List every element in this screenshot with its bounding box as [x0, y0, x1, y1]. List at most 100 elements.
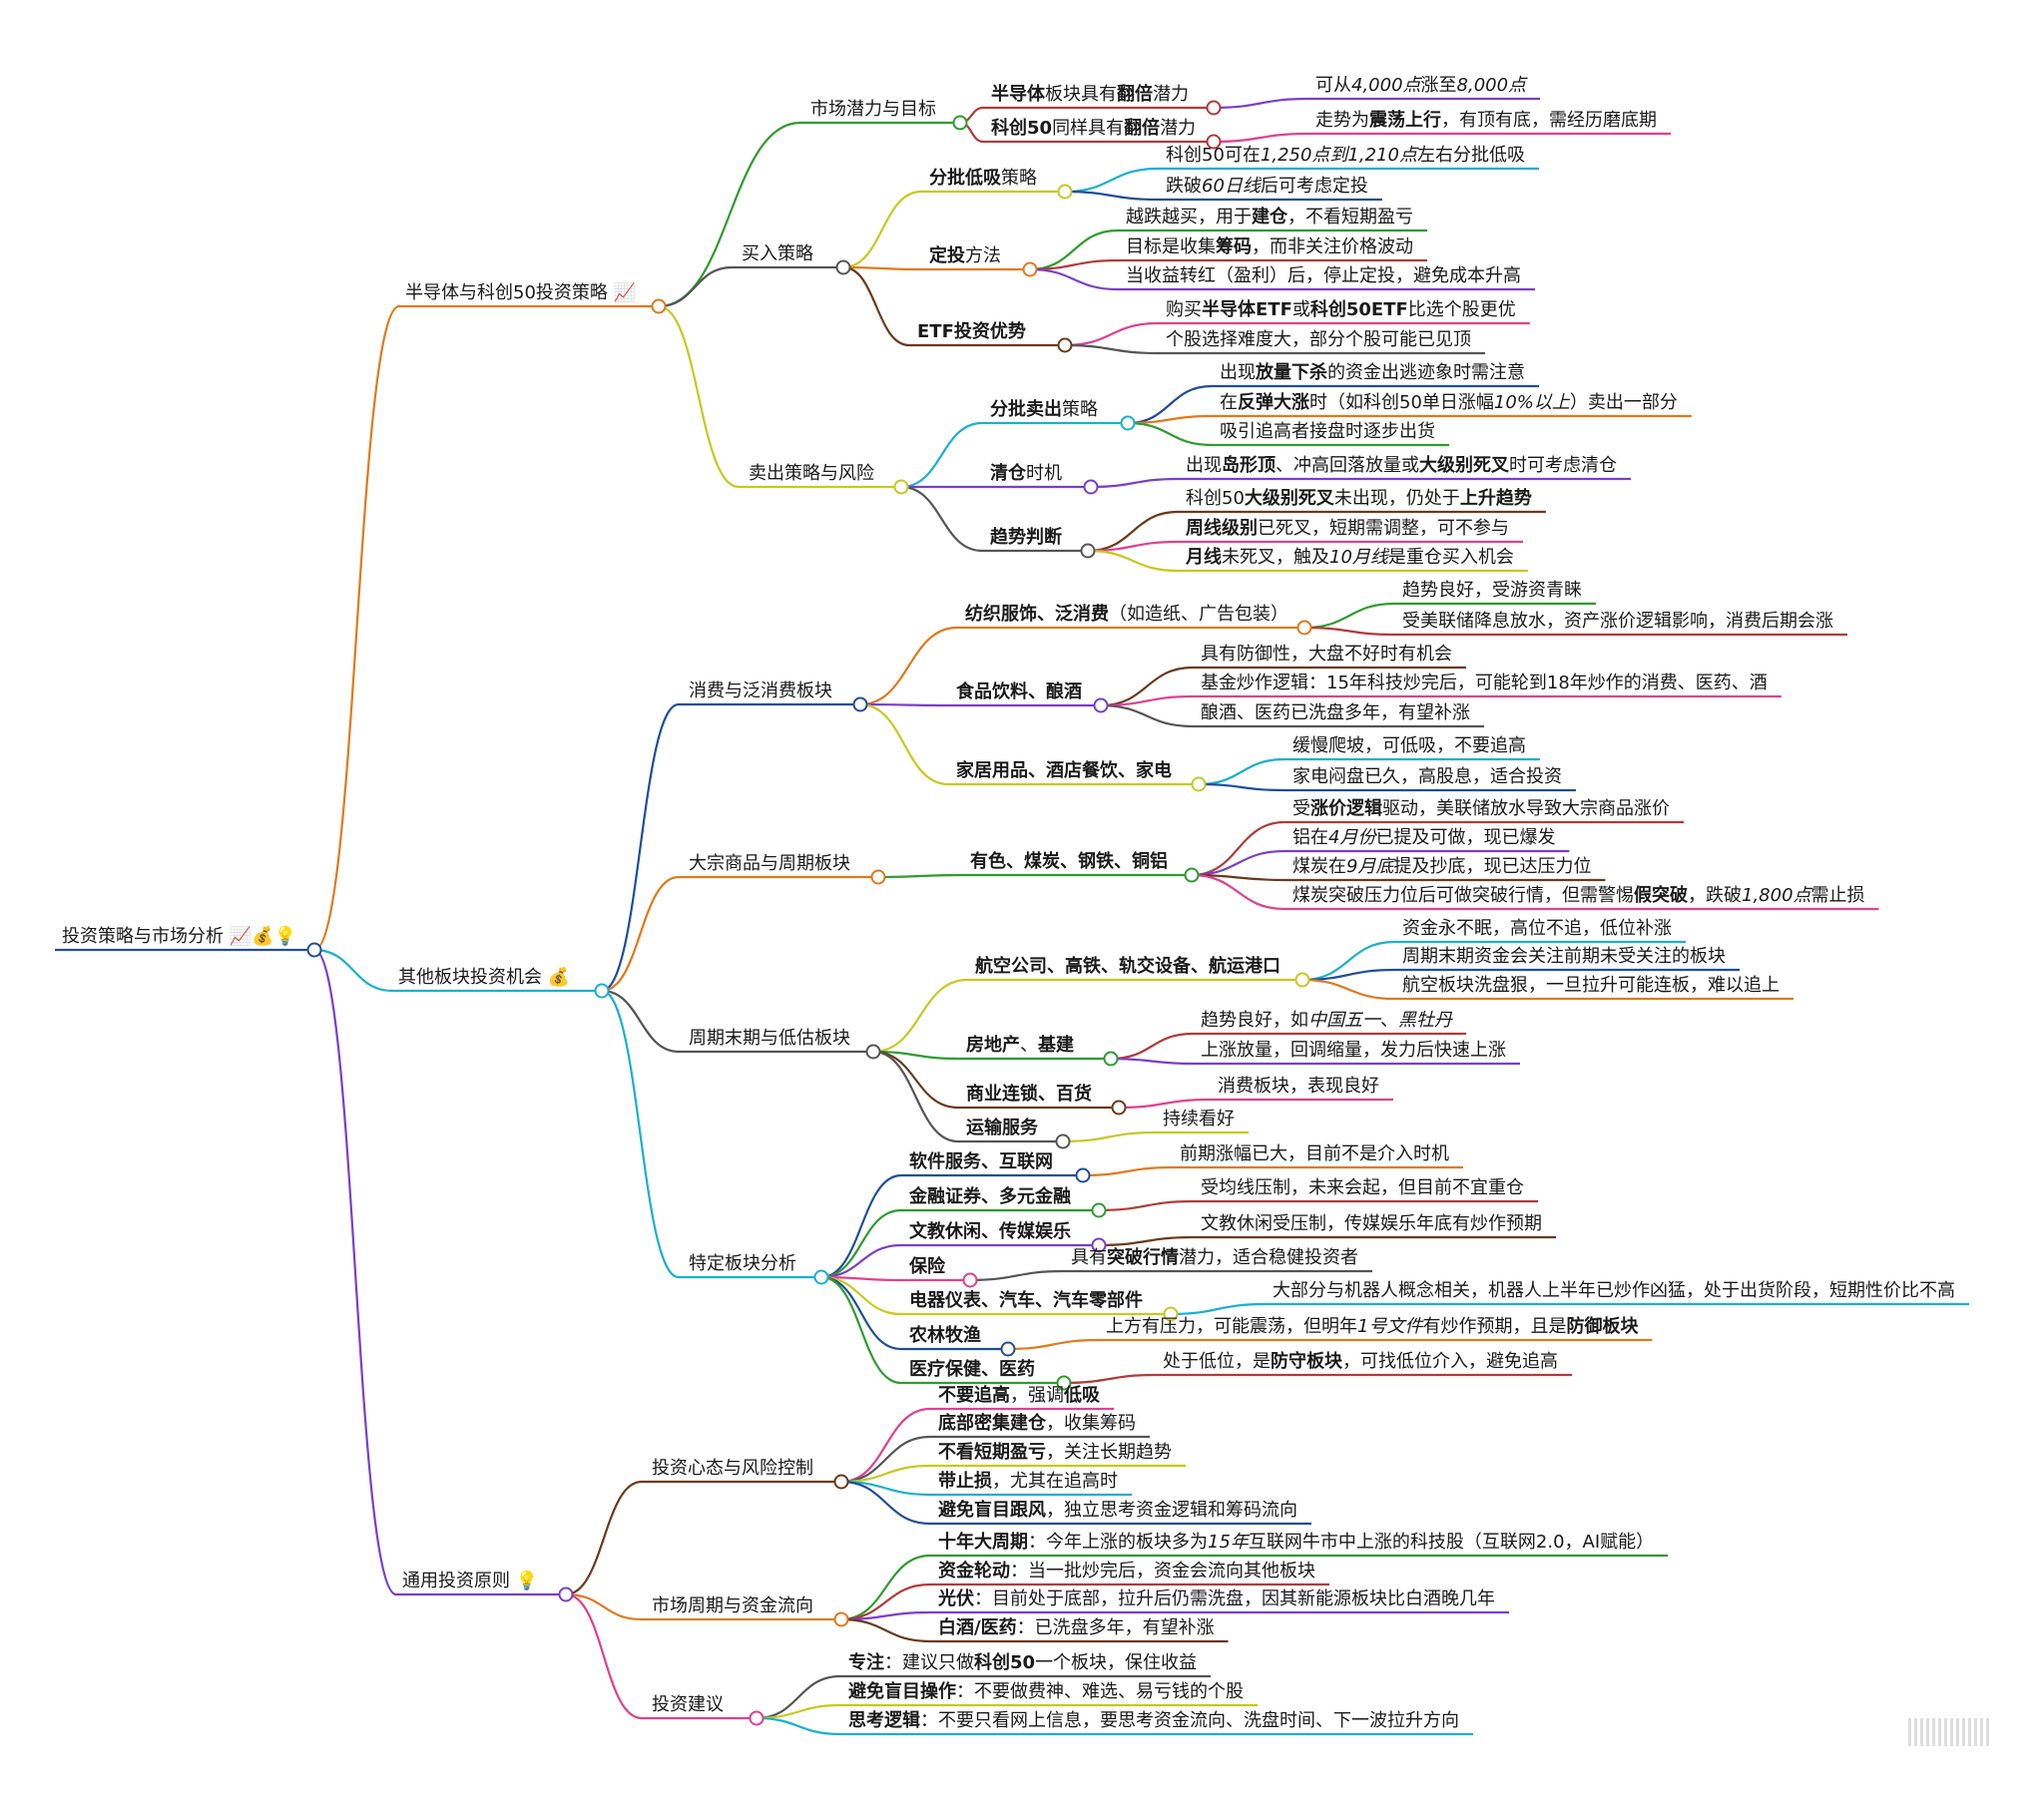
- leaf-connector: [756, 1674, 841, 1720]
- topic-connector: [601, 702, 680, 993]
- leaf-connector: [1082, 1165, 1173, 1177]
- leaf-connector: [840, 1582, 931, 1621]
- subtopic-label-b2c3: 商业连锁、百货: [966, 1083, 1092, 1105]
- leaf-item-seg: 需止损: [1811, 885, 1865, 906]
- watermark-bar: [1908, 1718, 1911, 1746]
- leaf-item-seg: ）卖出一部分: [1570, 392, 1678, 413]
- branch-node[interactable]: [558, 1586, 574, 1602]
- topic-connector: [601, 875, 680, 993]
- subtopic-node[interactable]: [1163, 1306, 1179, 1322]
- leaf-connector: [1198, 757, 1285, 786]
- subtopic-node[interactable]: [1184, 867, 1200, 883]
- leaf-item-seg: ，有顶有底，需经历磨底期: [1441, 110, 1657, 131]
- subtopic-node[interactable]: [1057, 184, 1073, 200]
- branch-node[interactable]: [651, 298, 667, 314]
- leaf-item-seg: 防御板块: [1566, 1315, 1639, 1337]
- leaf-item-seg: 大级别死叉: [1245, 487, 1335, 509]
- leaf-item: 消费板块，表现良好: [1218, 1076, 1379, 1097]
- leaf-connector: [1100, 703, 1194, 728]
- leaf-connector: [969, 1269, 1064, 1282]
- topic-node[interactable]: [749, 1710, 765, 1726]
- leaf-item: 趋势良好，受游资青睐: [1402, 580, 1582, 601]
- topic-node[interactable]: [893, 479, 909, 495]
- leaf-item-seg: 带止损: [938, 1470, 992, 1492]
- subtopic-label-b2d1-seg: 软件服务、互联网: [909, 1150, 1053, 1172]
- subtopic-connector: [842, 265, 922, 271]
- subtopic-node[interactable]: [1103, 1051, 1119, 1067]
- subtopic-node[interactable]: [1080, 543, 1096, 559]
- subtopic-node[interactable]: [1206, 134, 1222, 150]
- topic-node[interactable]: [870, 869, 886, 885]
- topic-node[interactable]: [865, 1044, 881, 1060]
- subtopic-node[interactable]: [1000, 1341, 1016, 1357]
- topic-node[interactable]: [835, 259, 851, 275]
- leaf-item-seg: ，而非关注价格波动: [1252, 236, 1413, 257]
- branch-node[interactable]: [594, 983, 610, 999]
- leaf-item-seg: 涨价逻辑: [1310, 797, 1382, 819]
- subtopic-label-b1a1: 半导体板块具有翻倍潜力: [991, 83, 1189, 105]
- subtopic-node[interactable]: [1055, 1133, 1071, 1149]
- leaf-item-seg: ：建议只做: [884, 1652, 974, 1673]
- subtopic-label-b2a1-seg: 纺织服饰、泛消费: [965, 603, 1109, 625]
- leaf-connector: [1191, 820, 1285, 877]
- leaf-item: 受均线压制，未来会起，但目前不宜重仓: [1201, 1177, 1524, 1198]
- subtopic-node[interactable]: [1206, 100, 1222, 116]
- leaf-connector: [1191, 873, 1285, 911]
- leaf-item: 持续看好: [1163, 1109, 1235, 1129]
- leaf-item: 购买半导体ETF或科创50ETF比选个股更优: [1166, 298, 1516, 320]
- subtopic-label-b1b1: 分批低吸策略: [929, 167, 1037, 189]
- leaf-connector: [1064, 321, 1159, 347]
- leaf-connector: [840, 1554, 931, 1621]
- topic-node[interactable]: [852, 696, 868, 712]
- leaf-item-seg: 酿酒、医药已洗盘多年，有望补涨: [1201, 702, 1470, 723]
- leaf-item-seg: 光伏: [937, 1587, 974, 1609]
- leaf-item-seg: 时（如科创50单日涨幅: [1309, 392, 1494, 413]
- subtopic-node[interactable]: [1091, 1202, 1107, 1218]
- subtopic-label-b2d2: 金融证券、多元金融: [908, 1185, 1071, 1207]
- leaf-item-seg: 涨至: [1421, 75, 1457, 96]
- leaf-item-seg: 低吸: [1063, 1384, 1101, 1406]
- leaf-item-seg: 防守板块: [1271, 1350, 1343, 1372]
- leaf-item: 走势为震荡上行，有顶有底，需经历磨底期: [1315, 109, 1657, 131]
- leaf-item-seg: 铝在: [1292, 827, 1328, 848]
- subtopic-node[interactable]: [1111, 1100, 1127, 1116]
- leaf-connector: [1087, 549, 1179, 573]
- leaf-connector: [1062, 1130, 1156, 1143]
- subtopic-label-b2d7-seg: 医疗保健、医药: [909, 1358, 1035, 1380]
- subtopic-node[interactable]: [962, 1272, 978, 1288]
- subtopic-node[interactable]: [1083, 479, 1099, 495]
- topic-node[interactable]: [833, 1611, 849, 1627]
- root-node[interactable]: [306, 942, 322, 958]
- subtopic-node[interactable]: [1091, 1237, 1107, 1253]
- leaf-item-seg: 当收益转红（盈利）后，停止定投，避免成本升高: [1126, 265, 1521, 286]
- leaf-item-seg: 消费板块，表现良好: [1218, 1076, 1379, 1097]
- watermark-bar: [1926, 1718, 1929, 1746]
- leaf-connector: [756, 1716, 841, 1736]
- leaf-connector: [1087, 510, 1179, 553]
- leaf-connector: [1098, 1235, 1194, 1247]
- subtopic-node[interactable]: [1296, 620, 1312, 636]
- leaf-item-seg: 目标是收集: [1126, 236, 1216, 257]
- leaf-item-seg: ：今年上涨的板块多为: [1028, 1532, 1208, 1553]
- subtopic-node[interactable]: [1093, 697, 1109, 713]
- subtopic-node[interactable]: [1120, 415, 1136, 431]
- subtopic-node[interactable]: [1191, 776, 1207, 792]
- subtopic-node[interactable]: [1075, 1167, 1091, 1183]
- subtopic-node[interactable]: [1294, 972, 1310, 988]
- subtopic-node[interactable]: [1022, 261, 1038, 277]
- leaf-connector: [840, 1480, 931, 1526]
- leaf-item-seg: 岛形顶: [1222, 454, 1276, 476]
- subtopic-connector: [859, 702, 949, 786]
- topic-node[interactable]: [833, 1474, 849, 1490]
- subtopic-node[interactable]: [1056, 1375, 1072, 1391]
- leaf-item-seg: 出现: [1220, 362, 1256, 383]
- leaf-item-seg: 一个板块，保住收益: [1035, 1652, 1197, 1673]
- topic-node[interactable]: [952, 115, 968, 131]
- leaf-item-seg: 后可考虑定投: [1261, 176, 1368, 197]
- subtopic-node[interactable]: [1057, 337, 1073, 353]
- leaf-item-seg: 黑牡丹: [1398, 1010, 1453, 1031]
- subtopic-label-b1b1-seg: 分批低吸: [929, 167, 1002, 189]
- leaf-item: 科创50大级别死叉未出现，仍处于上升趋势: [1186, 487, 1532, 509]
- topic-node[interactable]: [813, 1269, 829, 1285]
- leaf-connector: [1191, 849, 1285, 877]
